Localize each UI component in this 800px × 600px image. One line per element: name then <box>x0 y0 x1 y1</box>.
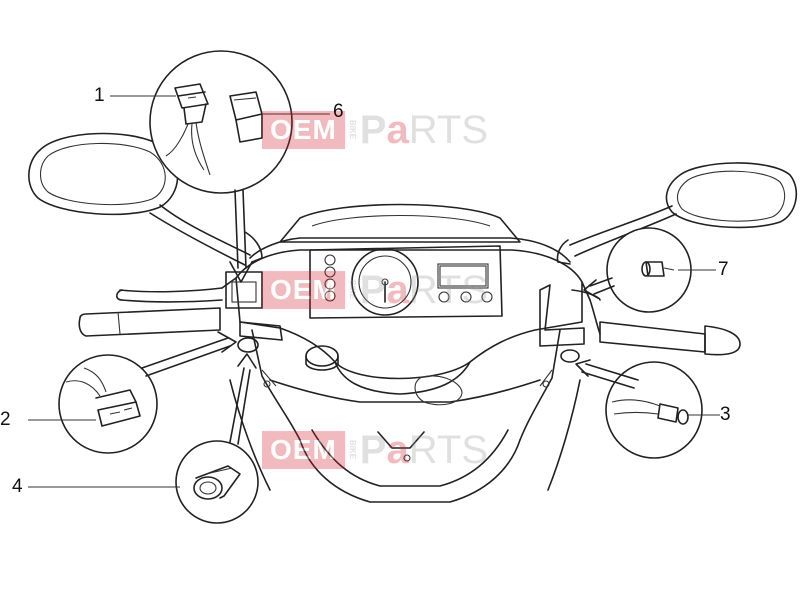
leader-lines <box>28 95 720 488</box>
left-mirror <box>28 132 263 266</box>
detail-circle-4 <box>175 353 259 524</box>
detail-circle-1-6 <box>149 50 293 283</box>
detail-circle-2 <box>58 331 237 454</box>
left-grip <box>78 287 223 337</box>
callout-4: 4 <box>12 476 23 497</box>
left-switch-housing <box>225 271 283 353</box>
scooter-front-body <box>221 203 591 503</box>
detail-circle-7 <box>583 227 692 313</box>
callout-1: 1 <box>94 85 105 106</box>
callout-6: 6 <box>333 101 344 122</box>
fuel-cap <box>305 345 339 371</box>
callout-7: 7 <box>718 259 729 280</box>
detail-circle-3 <box>575 359 703 459</box>
instrument-cluster <box>309 245 503 319</box>
right-switch-housing <box>539 284 585 363</box>
callout-2: 2 <box>0 409 11 430</box>
callout-3: 3 <box>720 404 731 425</box>
